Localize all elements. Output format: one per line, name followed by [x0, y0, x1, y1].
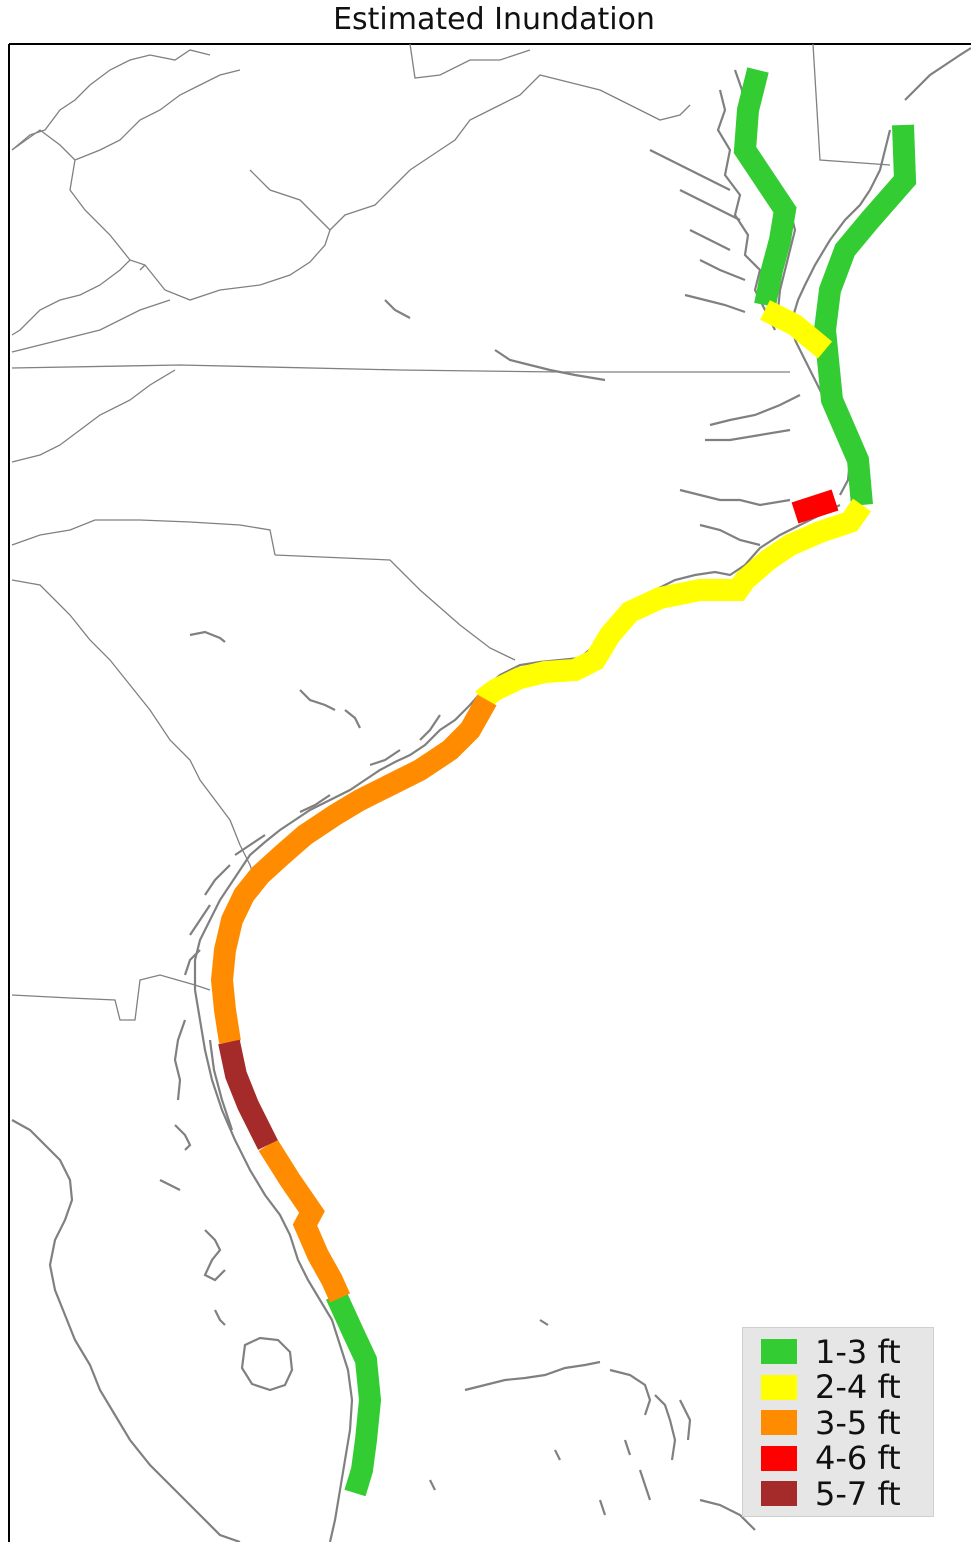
map-title: Estimated Inundation [333, 2, 655, 37]
legend-item-1-3ft: 1-3 ft [761, 1334, 933, 1370]
legend-swatch [761, 1481, 797, 1507]
legend-label: 5-7 ft [815, 1474, 901, 1513]
segment-1-3ft-delmarva [813, 124, 917, 506]
segment-2-4ft-virginia-beach [760, 300, 833, 359]
legend-item-4-6ft: 4-6 ft [761, 1441, 933, 1477]
segment-1-3ft-south-florida [325, 1290, 382, 1497]
state-boundaries [11, 43, 891, 1021]
legend-item-5-7ft: 5-7 ft [761, 1476, 933, 1512]
legend-swatch [761, 1374, 797, 1400]
legend-label: 2-4 ft [815, 1368, 901, 1407]
segment-3-5ft-georgia [210, 694, 497, 1044]
segment-1-3ft-chesapeake [733, 67, 797, 308]
legend-swatch [761, 1410, 797, 1436]
legend-swatch [761, 1445, 797, 1471]
legend-item-3-5ft: 3-5 ft [761, 1405, 933, 1441]
legend: 1-3 ft 2-4 ft 3-5 ft 4-6 ft 5-7 ft [742, 1327, 934, 1517]
segment-5-7ft-northeast-florida [218, 1039, 278, 1150]
legend-label: 1-3 ft [815, 1332, 901, 1371]
segment-4-6ft-pamlico [791, 489, 839, 524]
inundation-segments [210, 67, 917, 1497]
legend-label: 3-5 ft [815, 1403, 901, 1442]
legend-label: 4-6 ft [815, 1439, 901, 1478]
legend-item-2-4ft: 2-4 ft [761, 1370, 933, 1406]
map-frame [8, 43, 971, 1542]
legend-swatch [761, 1339, 797, 1365]
segment-3-5ft-central-florida [258, 1139, 351, 1303]
segment-2-4ft-carolinas [475, 498, 871, 709]
